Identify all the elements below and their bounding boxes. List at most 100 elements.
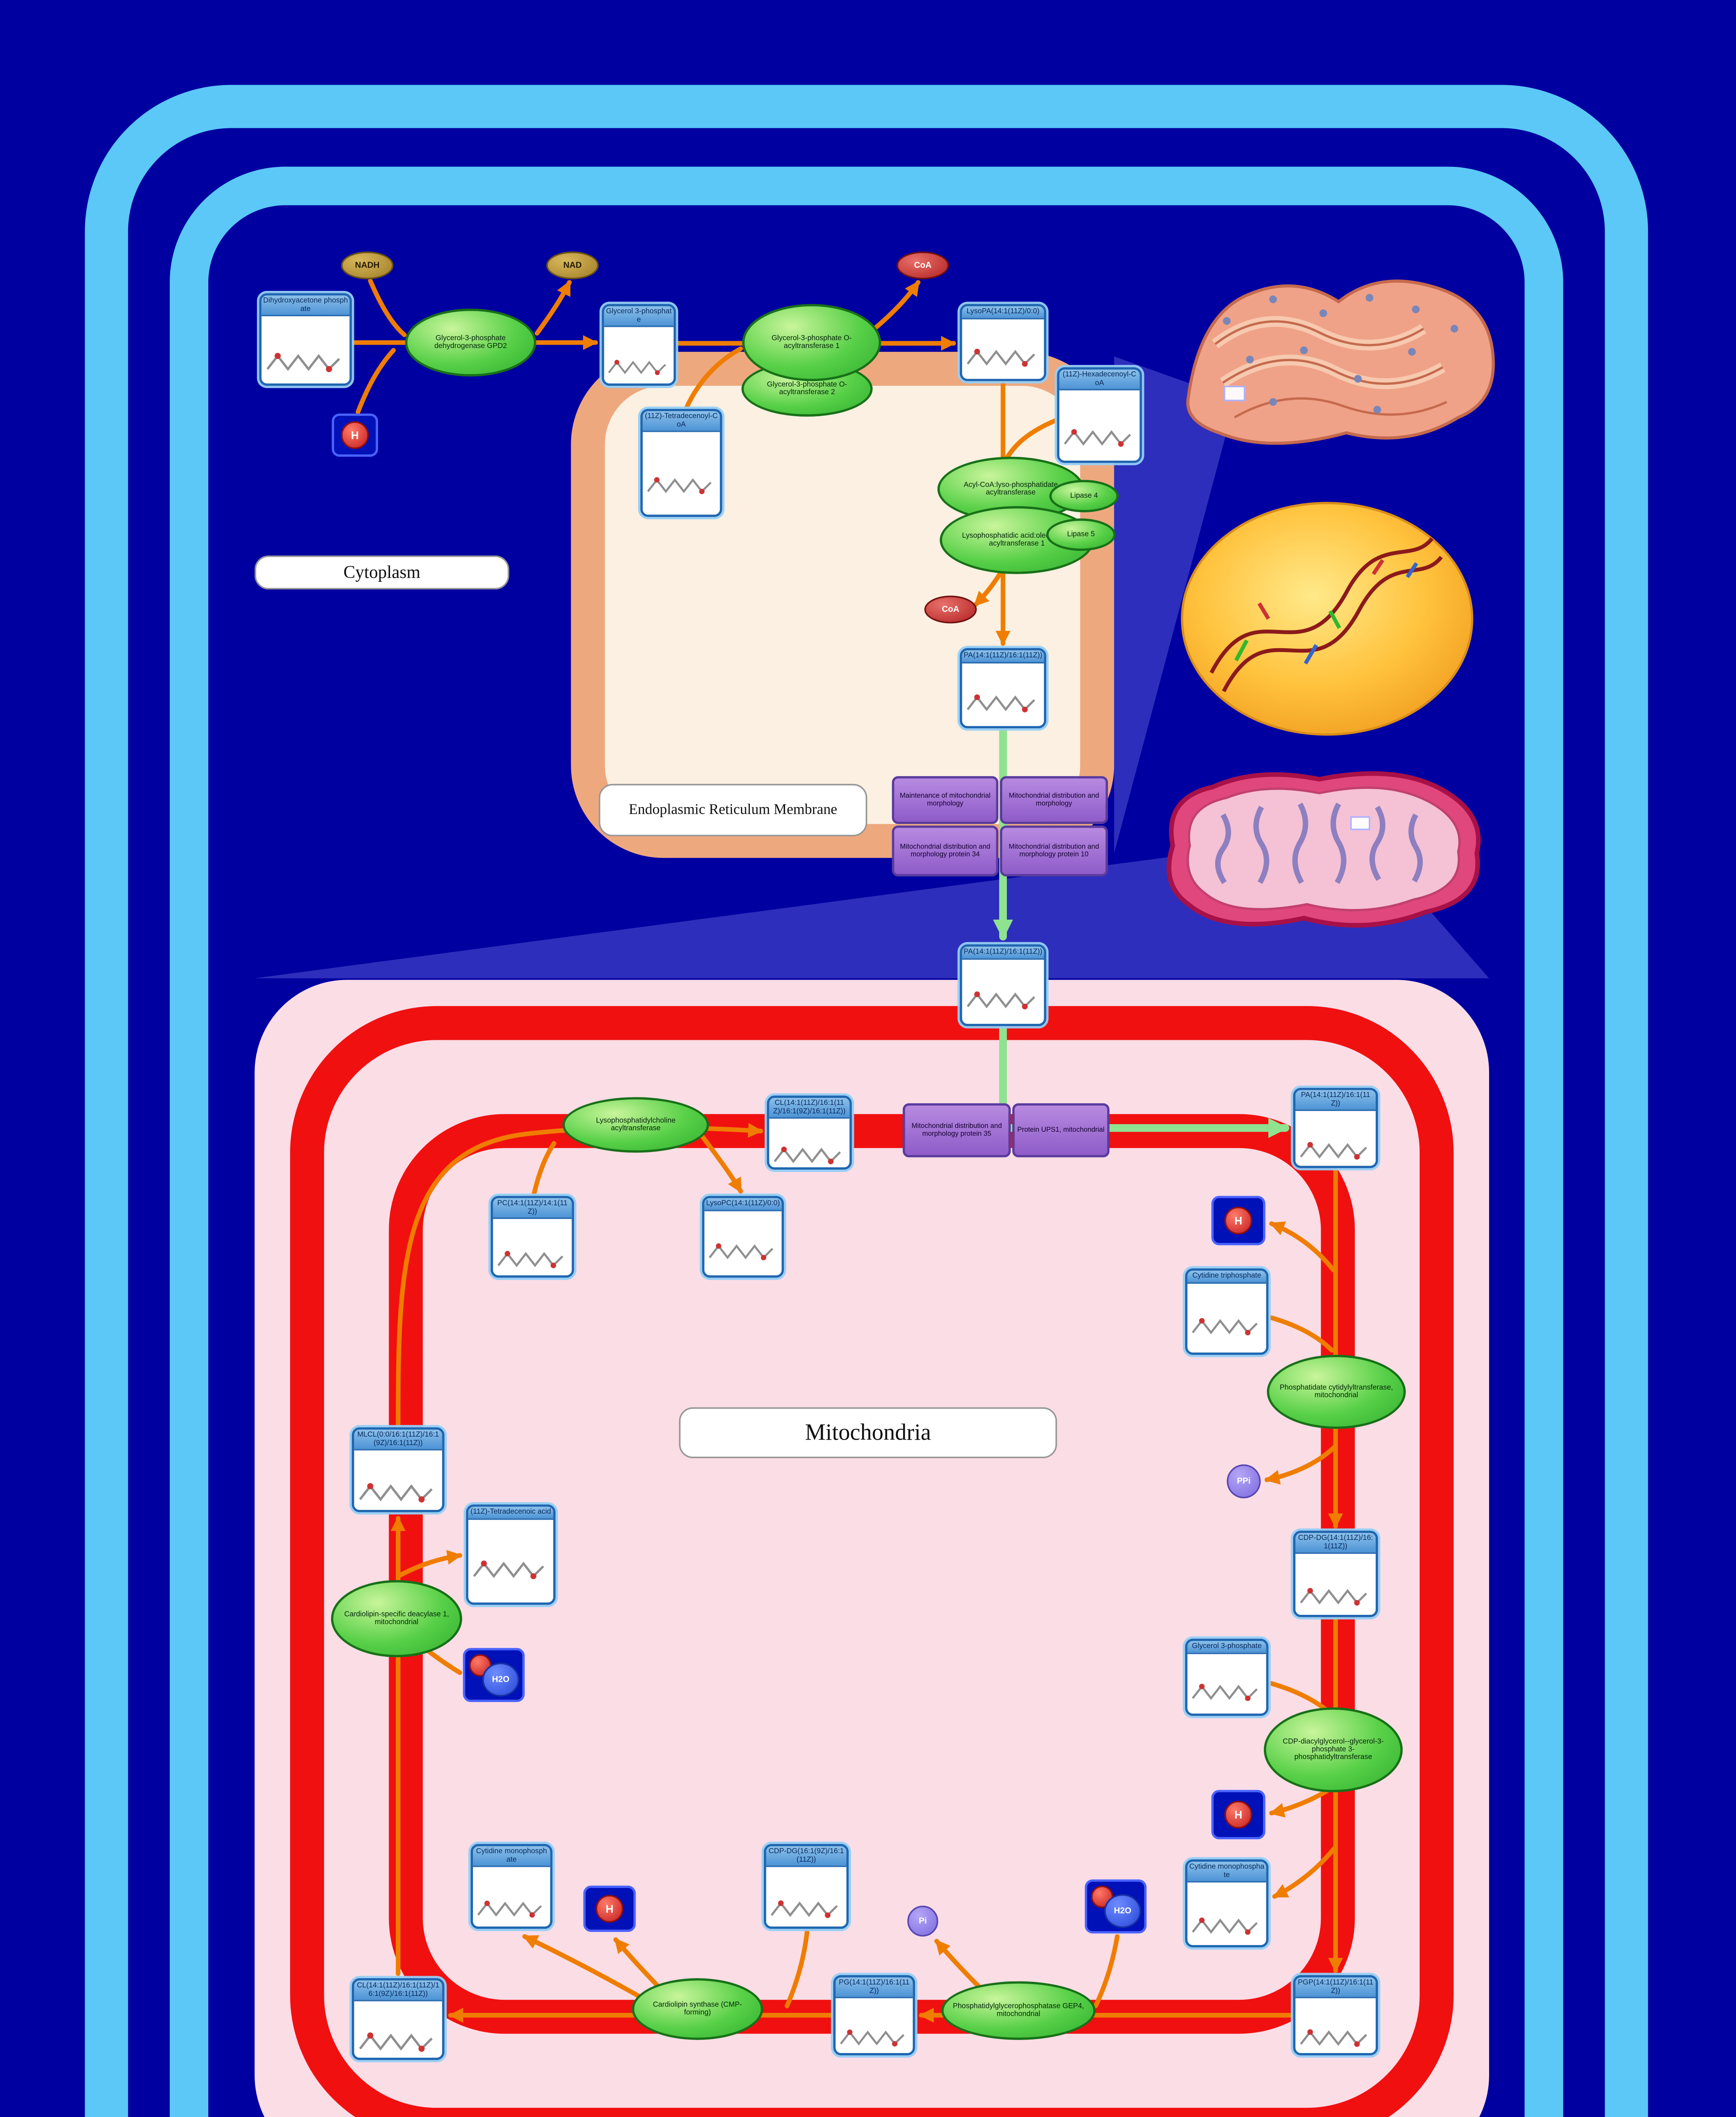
arrow-ppi-output <box>1264 1445 1337 1485</box>
enzyme-gep4[interactable]: Phosphatidylglycerophosphatase GEP4, mit… <box>941 1981 1096 2040</box>
proton-label: H <box>1224 1206 1252 1235</box>
protein-mdm[interactable]: Mitochondrial distribution and morpholog… <box>1000 776 1108 824</box>
water-label: H2O <box>1104 1894 1142 1928</box>
protein-label: Mitochondrial distribution and morpholog… <box>1009 843 1099 858</box>
compound-cdp-dg-right[interactable]: CDP-DG(14:1(11Z)/16:1(11Z)) <box>1293 1531 1378 1617</box>
molecule-structure <box>835 1998 913 2053</box>
er-zoom-wedge <box>1114 356 1236 854</box>
protein-mdm10[interactable]: Mitochondrial distribution and morpholog… <box>1000 825 1108 877</box>
arrow-nadh-input <box>368 278 407 337</box>
molecule-structure <box>604 327 674 384</box>
molecule-structure <box>1295 1554 1376 1615</box>
protein-ups1[interactable]: Protein UPS1, mitochondrial <box>1012 1103 1110 1158</box>
enzyme-gpat1[interactable]: Glycerol-3-phosphate O-acyltransferase 1 <box>742 304 881 381</box>
compound-label: (11Z)-Tetradecenoyl-CoA <box>642 411 720 432</box>
compound-dhap[interactable]: Dihydroxyacetone phosphate <box>259 293 352 386</box>
water-label: H2O <box>482 1662 520 1697</box>
coa-node-er[interactable]: CoA <box>924 595 977 624</box>
enzyme-tamm41[interactable]: Phosphatidate cytidylyltransferase, mito… <box>1267 1354 1406 1429</box>
compound-g3p-mito[interactable]: Glycerol 3-phosphate <box>1185 1639 1269 1716</box>
molecule-structure <box>354 2001 442 2058</box>
er-illustration <box>1186 279 1495 445</box>
pi-node[interactable]: Pi <box>907 1905 938 1937</box>
proton-label: H <box>1224 1801 1252 1829</box>
ppi-node[interactable]: PPi <box>1227 1464 1261 1498</box>
protein-mdm34[interactable]: Mitochondrial distribution and morpholog… <box>892 825 998 877</box>
compound-label: PA(14:1(11Z)/16:1(11Z)) <box>1295 1090 1376 1111</box>
compound-ctp[interactable]: Cytidine triphosphate <box>1185 1268 1269 1355</box>
coa-node-top[interactable]: CoA <box>896 251 949 279</box>
compound-pg-mid[interactable]: PG(14:1(11Z)/16:1(11Z)) <box>833 1975 915 2056</box>
er-membrane-label: Endoplasmic Reticulum Membrane <box>599 784 868 837</box>
molecule-structure <box>493 1219 572 1276</box>
compound-lysopc[interactable]: LysoPC(14:1(11Z)/0:0) <box>702 1196 784 1278</box>
compound-pa-outer-membrane[interactable]: PA(14:1(11Z)/16:1(11Z)) <box>959 944 1046 1026</box>
protein-mdm35[interactable]: Mitochondrial distribution and morpholog… <box>902 1103 1011 1158</box>
enzyme-label: CDP-diacylglycerol--glycerol-3-phosphate… <box>1283 1737 1384 1762</box>
enzyme-label: Lysophosphatidylcholine acyltransferase <box>596 1116 676 1133</box>
compound-label: Cytidine monophosphate <box>1187 1862 1266 1883</box>
compound-label: PA(14:1(11Z)/16:1(11Z)) <box>962 946 1044 960</box>
nadh-node[interactable]: NADH <box>341 251 394 279</box>
enzyme-lpcat[interactable]: Lysophosphatidylcholine acyltransferase <box>562 1097 709 1153</box>
enzyme-cld1[interactable]: Cardiolipin-specific deacylase 1, mitoch… <box>331 1580 462 1658</box>
compound-cl-bottom[interactable]: CL(14:1(11Z)/16:1(11Z)/16:1(9Z)/16:1(11Z… <box>351 1978 445 2060</box>
compound-cl-top[interactable]: CL(14:1(11Z)/16:1(11Z)/16:1(9Z)/16:1(11Z… <box>767 1095 852 1170</box>
proton-label: H <box>341 421 369 449</box>
proton-node-cytoplasm[interactable]: H <box>332 413 378 457</box>
mito-outer-membrane <box>290 1006 1454 2117</box>
enzyme-pgs1[interactable]: CDP-diacylglycerol--glycerol-3-phosphate… <box>1263 1707 1403 1793</box>
protein-label: Protein UPS1, mitochondrial <box>1017 1125 1105 1133</box>
enzyme-label: Acyl-CoA:lyso-phosphatidate acyltransfer… <box>963 480 1058 497</box>
molecule-structure <box>769 1119 850 1168</box>
compound-cdp-dg-bottom[interactable]: CDP-DG(16:1(9Z)/16:1(11Z)) <box>763 1844 849 1929</box>
proton-node-left[interactable]: H <box>583 1885 636 1932</box>
compound-label: Dihydroxyacetone phosphate <box>261 295 350 317</box>
compound-mlcl[interactable]: MLCL(0:0/16:1(11Z)/16:1(9Z)/16:1(11Z)) <box>351 1427 445 1512</box>
compound-label: Glycerol 3-phosphate <box>1187 1641 1266 1654</box>
compound-label: LysoPA(14:1(11Z)/0:0) <box>962 306 1044 319</box>
compound-tetradecenoyl-coa[interactable]: (11Z)-Tetradecenoyl-CoA <box>640 409 722 517</box>
molecule-structure <box>261 316 350 384</box>
compound-lysopa[interactable]: LysoPA(14:1(11Z)/0:0) <box>959 304 1046 381</box>
enzyme-label: Phosphatidylglycerophosphatase GEP4, mit… <box>953 2002 1084 2018</box>
arrow-lysopc-output <box>698 1132 743 1194</box>
protein-label: Mitochondrial distribution and morpholog… <box>900 843 990 858</box>
mito-zoom-source-marker <box>1350 816 1371 830</box>
compound-cmp-right[interactable]: Cytidine monophosphate <box>1185 1859 1269 1948</box>
compound-label: CDP-DG(14:1(11Z)/16:1(11Z)) <box>1295 1533 1376 1554</box>
compound-label: (11Z)-Hexadecenoyl-CoA <box>1059 369 1140 391</box>
enzyme-label: Cardiolipin-specific deacylase 1, mitoch… <box>344 1610 449 1627</box>
mitochondrion-illustration <box>1167 771 1481 928</box>
water-node-left[interactable]: H2O <box>463 1648 525 1702</box>
compound-label: PC(14:1(11Z)/14:1(11Z)) <box>493 1198 572 1219</box>
enzyme-label: Glycerol-3-phosphate dehydrogenase GPD2 <box>434 334 507 351</box>
compound-cmp-left[interactable]: Cytidine monophosphate <box>470 1844 553 1929</box>
cell-membrane-outer <box>85 85 1648 2117</box>
compound-pa-inner-membrane[interactable]: PA(14:1(11Z)/16:1(11Z)) <box>1293 1088 1378 1168</box>
molecule-structure <box>354 1451 442 1510</box>
water-node-bottom[interactable]: H2O <box>1085 1879 1147 1934</box>
proton-node-right-2[interactable]: H <box>1211 1790 1266 1840</box>
arrow-h2o-input-1 <box>1093 1934 1120 2009</box>
enzyme-lipase4[interactable]: Lipase 4 <box>1049 480 1119 512</box>
arrow-acid-output <box>397 1550 462 1578</box>
compound-g3p-cytoplasm[interactable]: Glycerol 3-phosphate <box>602 304 676 386</box>
cell-membrane-inner <box>169 166 1563 2117</box>
proton-node-right-1[interactable]: H <box>1211 1196 1266 1246</box>
coa-label: CoA <box>914 260 932 270</box>
compound-hexadecenoyl-coa[interactable]: (11Z)-Hexadecenoyl-CoA <box>1057 367 1142 463</box>
enzyme-gpd2[interactable]: Glycerol-3-phosphate dehydrogenase GPD2 <box>405 308 536 377</box>
compound-tetradecenoic-acid[interactable]: (11Z)-Tetradecenoic acid <box>466 1504 556 1605</box>
molecule-structure <box>1187 1882 1266 1945</box>
enzyme-crls1[interactable]: Cardiolipin synthase (CMP-forming) <box>632 1978 763 2040</box>
arrow-coa-output-2 <box>973 570 1003 608</box>
protein-mmm[interactable]: Maintenance of mitochondrial morphology <box>892 776 998 824</box>
compound-pgp-right[interactable]: PGP(14:1(11Z)/16:1(11Z)) <box>1293 1975 1378 2056</box>
enzyme-lipase5[interactable]: Lipase 5 <box>1046 518 1116 551</box>
nad-node[interactable]: NAD <box>546 251 599 279</box>
compound-pc[interactable]: PC(14:1(11Z)/14:1(11Z)) <box>490 1196 574 1278</box>
arrow-pc-input <box>531 1141 556 1197</box>
nad-label: NAD <box>563 260 582 270</box>
compound-pa-er[interactable]: PA(14:1(11Z)/16:1(11Z)) <box>959 648 1046 729</box>
